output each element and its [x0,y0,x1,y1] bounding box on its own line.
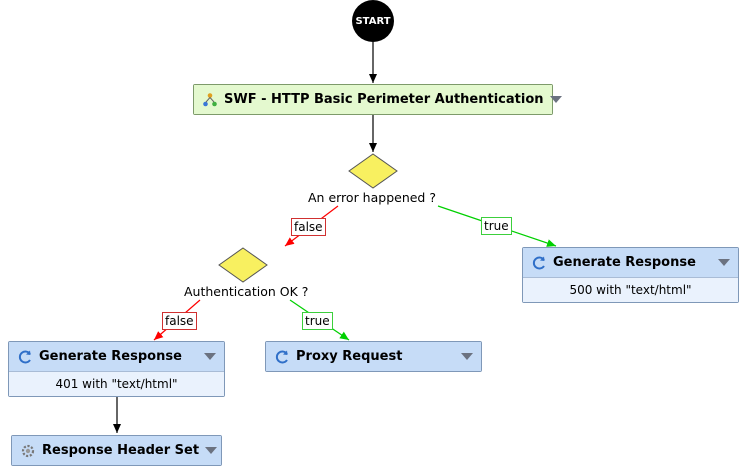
generate-response-500-detail: 500 with "text/html" [523,277,738,302]
response-icon [274,349,290,365]
workflow-icon [202,92,218,108]
branch-false-label: false [162,312,197,330]
decision2-diamond [218,247,268,283]
generate-response-401-detail: 401 with "text/html" [9,371,224,396]
response-icon [531,255,547,271]
generate-response-500-title: Generate Response [553,255,696,270]
decision2-label: Authentication OK ? [184,284,309,299]
chevron-down-icon[interactable] [205,447,218,454]
generate-response-401-title: Generate Response [39,349,182,364]
chevron-down-icon[interactable] [461,353,473,360]
chevron-down-icon[interactable] [718,259,730,266]
start-label: START [355,15,391,27]
decision1-label: An error happened ? [308,190,436,205]
swf-node[interactable]: SWF - HTTP Basic Perimeter Authenticatio… [193,84,562,115]
chevron-down-icon[interactable] [204,353,216,360]
generate-response-500-node[interactable]: Generate Response 500 with "text/html" [522,247,739,303]
branch-true-label: true [302,312,333,330]
proxy-request-title: Proxy Request [296,349,403,364]
decision1-diamond [348,153,398,189]
response-icon [17,349,33,365]
branch-false-label: false [291,218,326,236]
response-header-set-title: Response Header Set [42,443,200,458]
branch-true-label: true [481,217,512,235]
start-node[interactable]: START [352,0,394,42]
generate-response-401-node[interactable]: Generate Response 401 with "text/html" [8,341,225,397]
gear-icon [20,443,36,459]
proxy-request-node[interactable]: Proxy Request [265,341,482,372]
response-header-set-node[interactable]: Response Header Set [11,435,222,466]
swf-node-title: SWF - HTTP Basic Perimeter Authenticatio… [224,92,544,107]
chevron-down-icon[interactable] [549,96,562,103]
